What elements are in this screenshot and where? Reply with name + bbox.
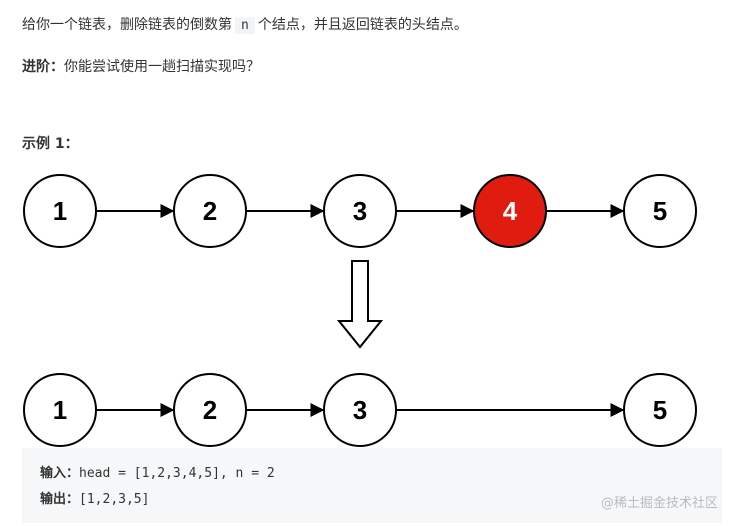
- list-after-row: 1 2 3 5: [23, 373, 697, 447]
- linked-list-diagram: 1 2 3 4 5 1 2 3 5: [23, 174, 697, 447]
- before-node-label: 2: [203, 196, 217, 226]
- before-node-label: 4: [503, 196, 518, 226]
- after-node-label: 1: [53, 395, 67, 425]
- after-node-label: 3: [353, 395, 367, 425]
- before-node-label: 3: [353, 196, 367, 226]
- follow-up: 进阶：你能尝试使用一趟扫描实现吗？: [22, 57, 260, 77]
- input-value: head = [1,2,3,4,5], n = 2: [79, 466, 275, 481]
- intro-text-after: 个结点，并且返回链表的头结点。: [257, 17, 468, 33]
- before-node-5: [623, 174, 697, 248]
- example-title: 示例 1：: [22, 136, 79, 152]
- before-node-2: [173, 174, 247, 248]
- advanced-label: 进阶：: [22, 59, 64, 75]
- down-arrow: [336, 260, 384, 349]
- after-node-5: [623, 373, 697, 447]
- inline-code-n: n: [235, 17, 255, 34]
- after-node-label: 5: [653, 395, 667, 425]
- before-node-3: [323, 174, 397, 248]
- before-node-label: 1: [53, 196, 67, 226]
- output-label: 输出：: [40, 492, 80, 507]
- example-code-block: 输入：head = [1,2,3,4,5], n = 2 输出：[1,2,3,5…: [22, 448, 722, 523]
- input-line: 输入：head = [1,2,3,4,5], n = 2: [40, 465, 275, 483]
- down-arrow-shape: [336, 260, 384, 349]
- watermark: @稀土掘金技术社区: [600, 496, 718, 511]
- list-before-row: 1 2 3 4 5: [23, 174, 697, 248]
- before-node-label: 5: [653, 196, 667, 226]
- output-value: [1,2,3,5]: [79, 492, 150, 507]
- output-line: 输出：[1,2,3,5]: [40, 491, 149, 509]
- after-node-3: [323, 373, 397, 447]
- after-node-2: [173, 373, 247, 447]
- after-node-label: 2: [203, 395, 217, 425]
- after-node-1: [23, 373, 97, 447]
- before-node-4: [473, 174, 547, 248]
- intro-text-before: 给你一个链表，删除链表的倒数第: [22, 17, 232, 33]
- before-node-1: [23, 174, 97, 248]
- input-label: 输入：: [40, 466, 80, 481]
- advanced-text: 你能尝试使用一趟扫描实现吗？: [64, 59, 260, 75]
